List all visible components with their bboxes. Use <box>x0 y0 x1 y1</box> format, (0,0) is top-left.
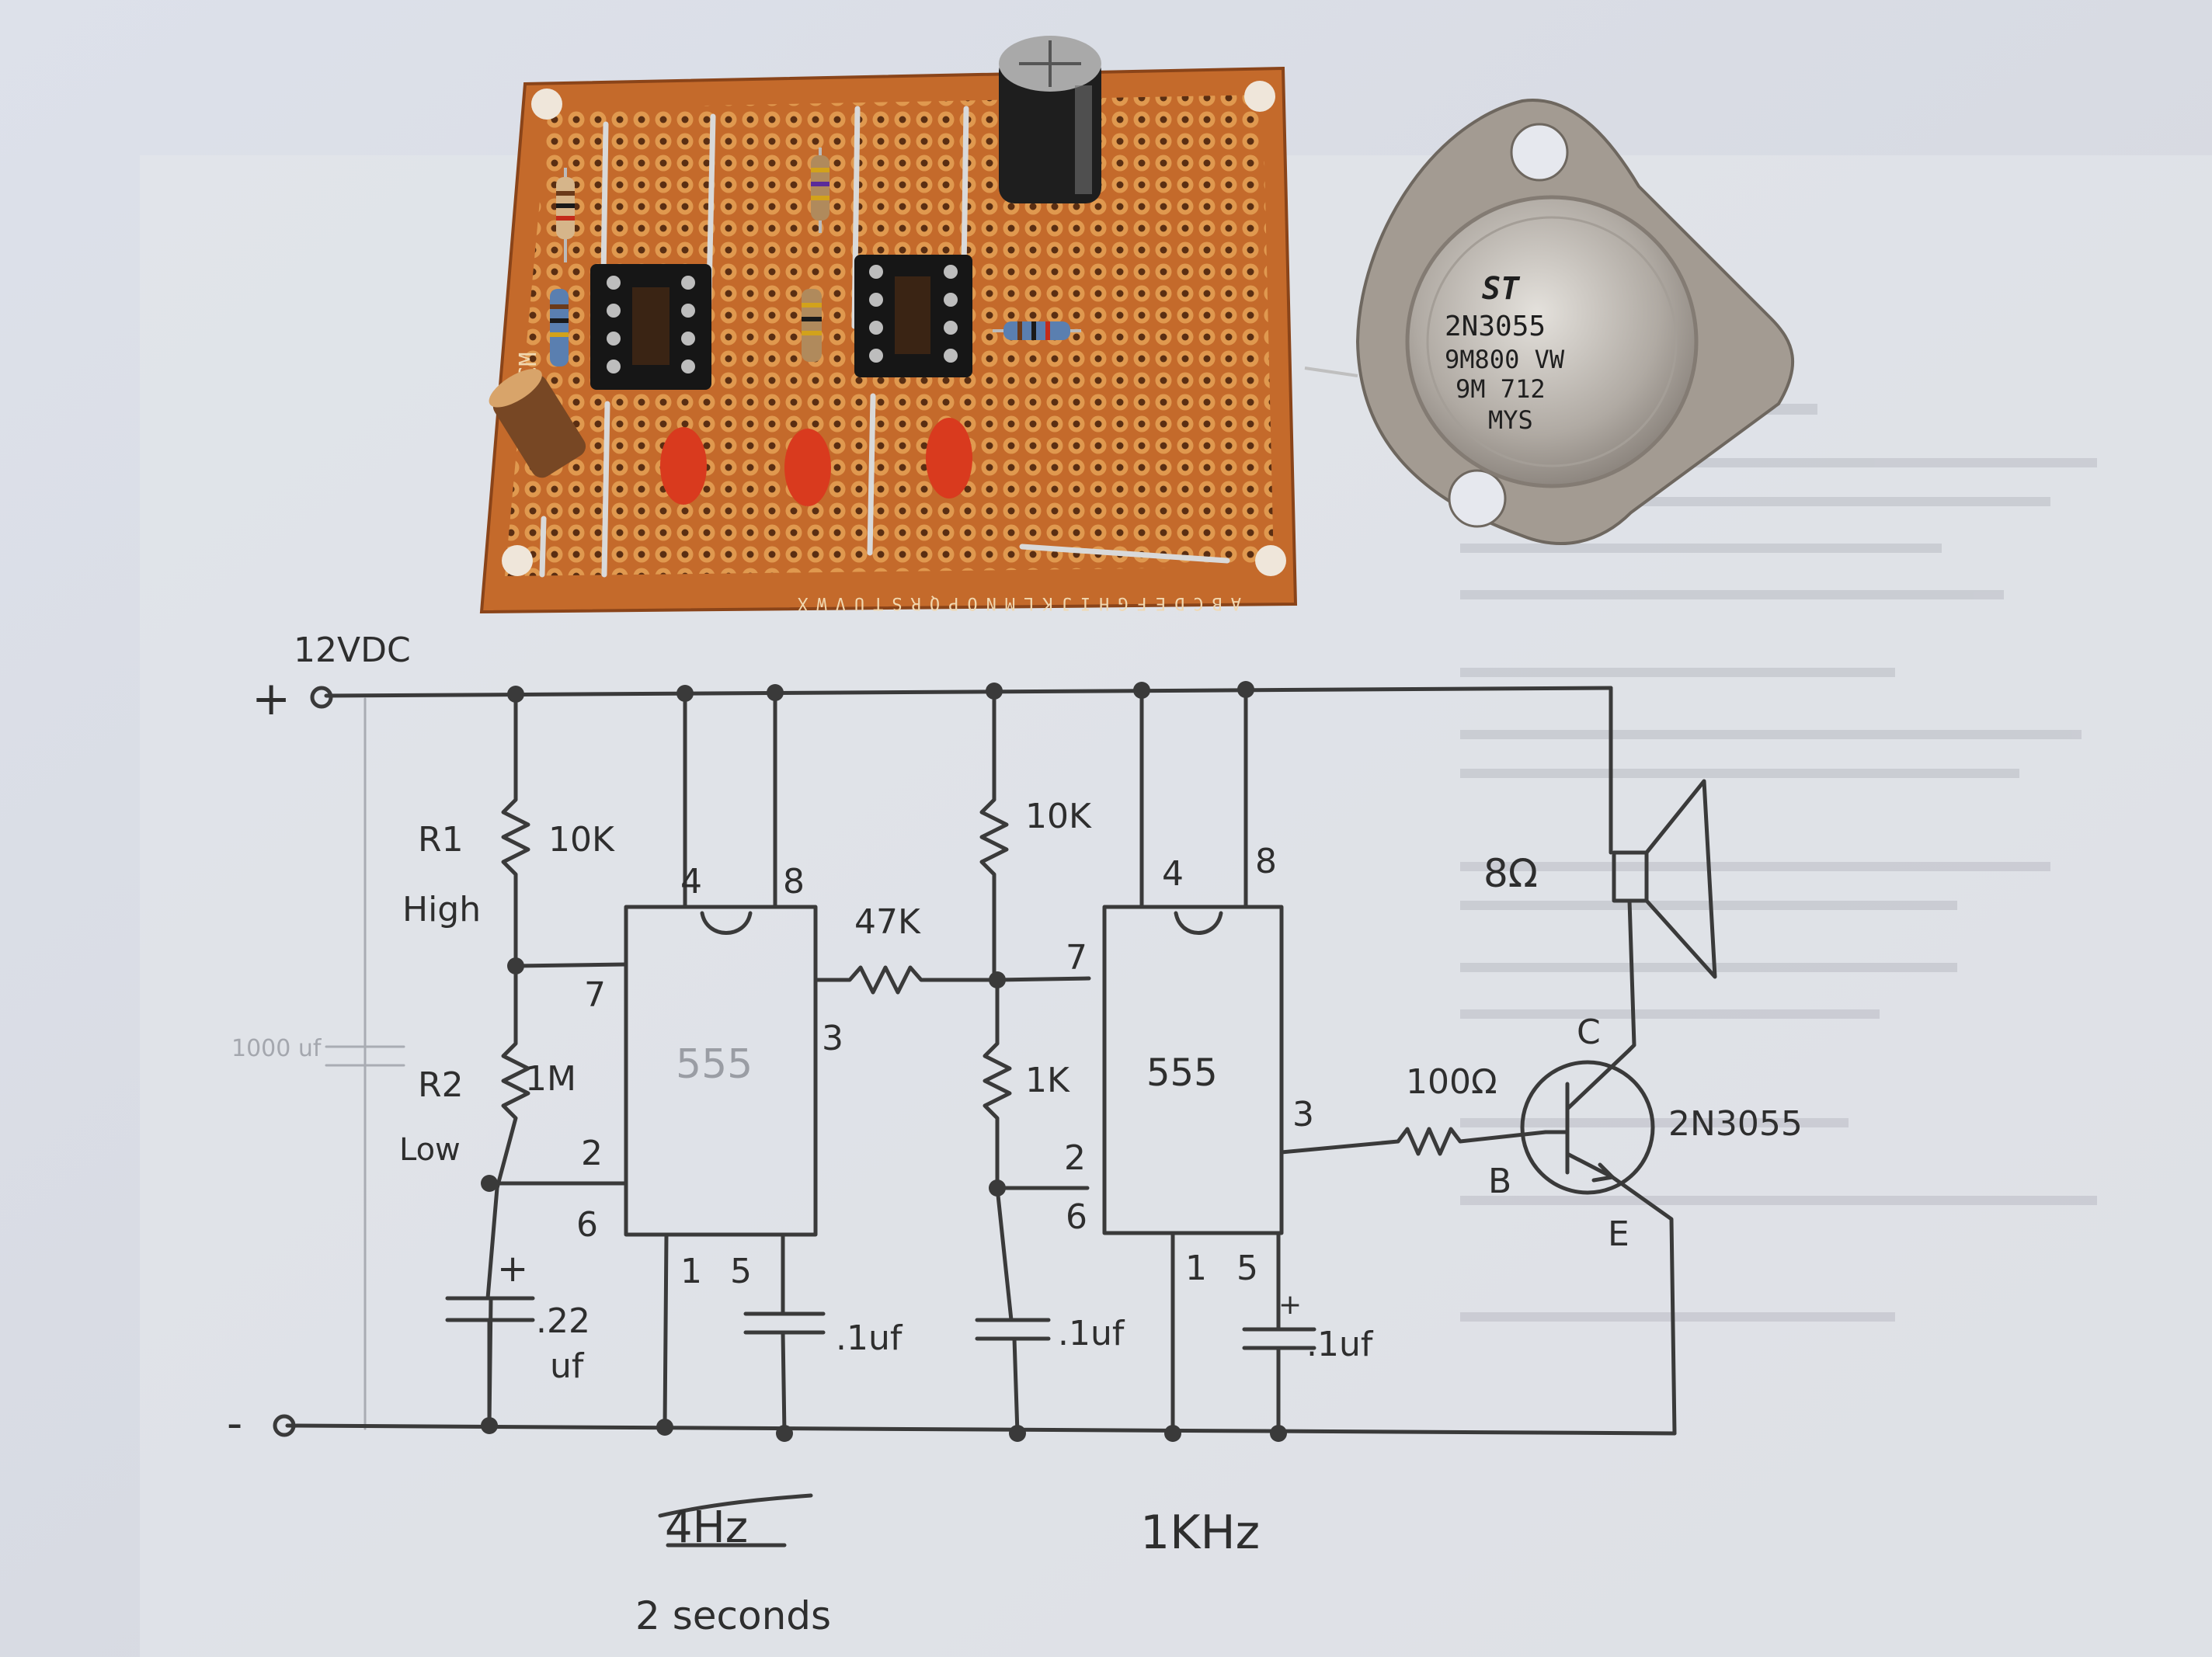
ic1-body <box>624 905 818 1237</box>
c1-unit: uf <box>550 1346 585 1386</box>
coupling-resistor-value: 47K <box>854 902 921 942</box>
strike-through <box>658 1493 813 1518</box>
electrolytic-capacitor-large <box>999 36 1101 203</box>
ic1-pin2: 2 <box>581 1134 603 1173</box>
r2-name: R2 <box>418 1065 464 1105</box>
c-pin5-b-value: .1uf <box>1306 1325 1374 1364</box>
ic2-pin2: 2 <box>1064 1138 1086 1178</box>
schematic-labels: 12VDC + - R1 10K High R2 1M Low 1000 uf … <box>227 630 1803 1638</box>
ic1-label: 555 <box>676 1041 753 1088</box>
resistor <box>550 289 569 366</box>
junction-dots <box>481 681 1287 1442</box>
r3-value: 10K <box>1025 797 1092 836</box>
transistor-can <box>1405 195 1699 488</box>
ic1-pin6: 6 <box>576 1205 598 1245</box>
power-transistor: ST 2N3055 9M800 VW 9M 712 MYS <box>1304 99 1795 545</box>
mount-hole <box>1255 545 1286 576</box>
ic1-pin8: 8 <box>783 862 805 901</box>
transistor-logo: ST <box>1482 271 1521 307</box>
plus-sign: + <box>252 672 290 726</box>
frequency-a: 4Hz <box>665 1502 748 1553</box>
frequency-b: 1KHz <box>1140 1506 1260 1560</box>
c-timing-b-value: .1uf <box>1058 1314 1125 1353</box>
transistor-base: B <box>1488 1162 1511 1201</box>
transistor-marking-2: 9M800 VW <box>1445 345 1565 374</box>
c-pin5-b-plus: + <box>1278 1289 1302 1321</box>
ic2-pin4: 4 <box>1162 854 1184 894</box>
c1-value: .22 <box>536 1301 590 1341</box>
ic1-pin4: 4 <box>680 862 702 901</box>
transistor-marking-1: 2N3055 <box>1445 311 1546 342</box>
ic-socket-right <box>854 255 972 377</box>
c-pin5-a-value: .1uf <box>836 1318 903 1358</box>
transistor-part: 2N3055 <box>1668 1104 1803 1144</box>
r2-value: 1M <box>525 1059 576 1099</box>
ic2-pin7: 7 <box>1066 938 1087 978</box>
flange-hole <box>1510 123 1569 182</box>
ic1-pin3: 3 <box>822 1019 843 1058</box>
transistor-marking-4: MYS <box>1488 405 1533 435</box>
transistor-collector: C <box>1577 1013 1601 1052</box>
ic2-body <box>1102 905 1284 1235</box>
ic2-label: 555 <box>1146 1051 1218 1095</box>
ic1-pin5: 5 <box>730 1252 752 1291</box>
resistor <box>993 321 1081 340</box>
ceramic-capacitor <box>926 418 972 498</box>
speaker-impedance: 8Ω <box>1483 851 1538 896</box>
mount-hole <box>502 545 533 576</box>
resistor <box>811 148 830 233</box>
r4-value: 1K <box>1025 1061 1070 1100</box>
board-row-letters: ABCDEFGHIJKLMNOPQRSTUVWX <box>789 593 1241 613</box>
ic2-pin6: 6 <box>1066 1197 1087 1237</box>
ic1-pin1: 1 <box>680 1252 702 1291</box>
schematic <box>273 681 1717 1548</box>
cap-faint-label: 1000 uf <box>231 1035 322 1062</box>
ic2-pin3: 3 <box>1292 1095 1314 1134</box>
mount-hole <box>1244 81 1275 112</box>
r1-name: R1 <box>418 820 464 860</box>
ground-rail <box>285 1423 1677 1436</box>
ic2-pin5: 5 <box>1236 1249 1258 1288</box>
mount-hole <box>531 89 562 120</box>
ic2-pin1: 1 <box>1185 1249 1207 1288</box>
ic2-pin8: 8 <box>1255 842 1277 881</box>
r1-note: High <box>402 890 481 929</box>
frequency-a-note: 2 seconds <box>635 1593 831 1638</box>
faint-capacitor <box>325 697 405 1430</box>
ic1-pin7: 7 <box>584 975 606 1015</box>
minus-sign: - <box>227 1398 242 1449</box>
positive-rail <box>324 686 1613 698</box>
transistor-symbol <box>1520 1060 1655 1195</box>
resistor <box>802 289 822 362</box>
c1-plus: + <box>497 1247 528 1291</box>
transistor-marking-3: 9M 712 <box>1456 374 1546 404</box>
ceramic-capacitor <box>784 429 831 506</box>
base-resistor-value: 100Ω <box>1406 1062 1497 1102</box>
ic-socket-left <box>590 264 711 390</box>
r1-value: 10K <box>548 820 615 860</box>
r2-note: Low <box>399 1132 461 1168</box>
ceramic-capacitor <box>660 427 707 505</box>
transistor-emitter: E <box>1608 1214 1629 1254</box>
flange-hole <box>1448 469 1507 528</box>
resistor <box>556 168 575 262</box>
supply-label: 12VDC <box>294 630 411 670</box>
electrolytic-capacitor-small <box>489 369 586 478</box>
perfboard: 5CM*7CM ABCDEFGHIJKLMNOPQRSTUVWX <box>479 36 1298 614</box>
